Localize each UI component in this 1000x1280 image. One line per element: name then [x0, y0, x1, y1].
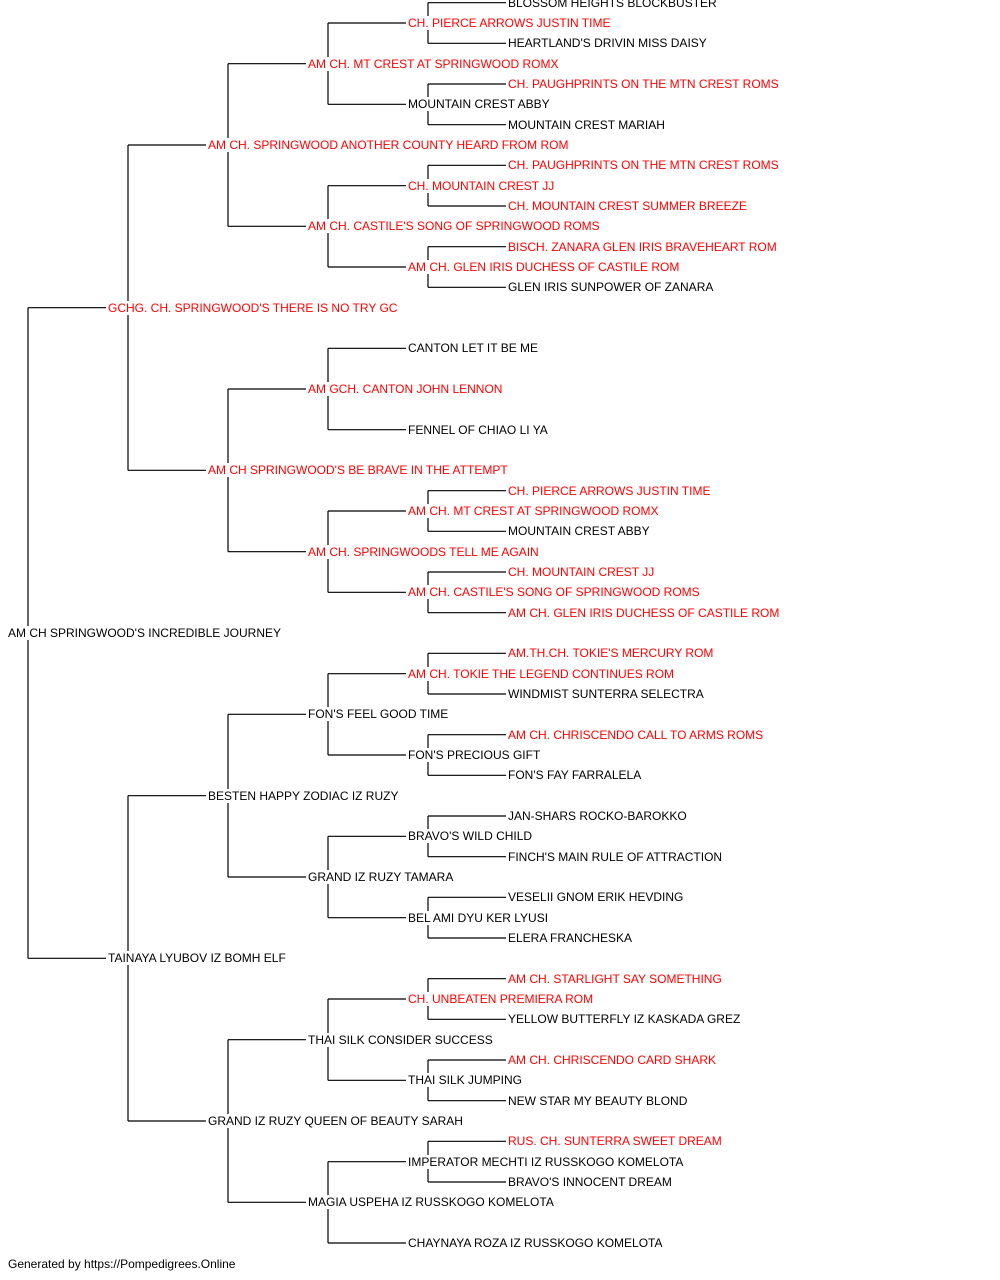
- ancestor-name: CH. UNBEATEN PREMIERA ROM: [408, 992, 595, 1006]
- ancestor-name: TAINAYA LYUBOV IZ BOMH ELF: [108, 951, 287, 966]
- ancestor-name: CANTON LET IT BE ME: [408, 341, 540, 356]
- ancestor-name: AM CH. GLEN IRIS DUCHESS OF CASTILE ROM: [408, 260, 681, 274]
- ancestor-name: CH. PAUGHPRINTS ON THE MTN CREST ROMS: [508, 158, 780, 173]
- generated-by-footer: Generated by https://Pompedigrees.Online: [8, 1257, 236, 1271]
- ancestor-name: GCHG. CH. SPRINGWOOD'S THERE IS NO TRY G…: [108, 300, 399, 315]
- ancestor-name: YELLOW BUTTERFLY IZ KASKADA GREZ: [508, 1012, 742, 1027]
- ancestor-name: MOUNTAIN CREST MARIAH: [508, 117, 666, 132]
- ancestor-name: AM CH. CHRISCENDO CALL TO ARMS ROMS: [508, 727, 765, 742]
- ancestor-name: CH. MOUNTAIN CREST JJ: [508, 565, 656, 579]
- ancestor-name: AM CH. CHRISCENDO CARD SHARK: [508, 1053, 718, 1067]
- subject-dog-name: AM CH SPRINGWOOD'S INCREDIBLE JOURNEY: [8, 626, 282, 640]
- ancestor-name: BLOSSOM HEIGHTS BLOCKBUSTER: [508, 0, 718, 10]
- ancestor-name: GRAND IZ RUZY QUEEN OF BEAUTY SARAH: [208, 1114, 464, 1128]
- ancestor-name: BEL AMI DYU KER LYUSI: [408, 910, 550, 925]
- ancestor-name: RUS. CH. SUNTERRA SWEET DREAM: [508, 1134, 723, 1149]
- ancestor-name: AM.TH.CH. TOKIE'S MERCURY ROM: [508, 646, 715, 661]
- ancestor-name: CH. PIERCE ARROWS JUSTIN TIME: [508, 483, 712, 498]
- ancestor-name: AM CH. GLEN IRIS DUCHESS OF CASTILE ROM: [508, 605, 781, 620]
- ancestor-name: HEARTLAND'S DRIVIN MISS DAISY: [508, 36, 708, 51]
- ancestor-name: VESELII GNOM ERIK HEVDING: [508, 890, 685, 905]
- ancestor-name: AM CH. CASTILE'S SONG OF SPRINGWOOD ROMS: [308, 219, 601, 234]
- ancestor-name: IMPERATOR MECHTI IZ RUSSKOGO KOMELOTA: [408, 1154, 685, 1169]
- ancestor-name: BISCH. ZANARA GLEN IRIS BRAVEHEART ROM: [508, 239, 778, 254]
- ancestor-name: AM CH. MT CREST AT SPRINGWOOD ROMX: [408, 504, 660, 518]
- ancestor-name: AM CH. SPRINGWOOD ANOTHER COUNTY HEARD F…: [208, 138, 570, 152]
- ancestor-name: AM GCH. CANTON JOHN LENNON: [308, 382, 504, 396]
- ancestor-name: CH. MOUNTAIN CREST JJ: [408, 178, 556, 193]
- ancestor-name: GRAND IZ RUZY TAMARA: [308, 870, 455, 884]
- ancestor-name: FON'S PRECIOUS GIFT: [408, 748, 542, 762]
- ancestor-name: ELERA FRANCHESKA: [508, 931, 634, 945]
- ancestor-name: FINCH'S MAIN RULE OF ATTRACTION: [508, 849, 724, 864]
- ancestor-name: AM CH. MT CREST AT SPRINGWOOD ROMX: [308, 56, 560, 71]
- ancestor-name: NEW STAR MY BEAUTY BLOND: [508, 1093, 689, 1108]
- ancestor-name: CH. MOUNTAIN CREST SUMMER BREEZE: [508, 199, 748, 213]
- ancestor-name: AM CH. CASTILE'S SONG OF SPRINGWOOD ROMS: [408, 585, 701, 600]
- ancestor-name: MOUNTAIN CREST ABBY: [508, 524, 651, 539]
- ancestor-name: GLEN IRIS SUNPOWER OF ZANARA: [508, 280, 715, 295]
- ancestor-name: WINDMIST SUNTERRA SELECTRA: [508, 687, 705, 701]
- ancestor-name: JAN-SHARS ROCKO-BAROKKO: [508, 809, 688, 823]
- ancestor-name: AM CH. STARLIGHT SAY SOMETHING: [508, 971, 723, 986]
- ancestor-name: AM CH. TOKIE THE LEGEND CONTINUES ROM: [408, 666, 676, 681]
- ancestor-name: FON'S FEEL GOOD TIME: [308, 707, 450, 722]
- ancestor-name: THAI SILK CONSIDER SUCCESS: [308, 1032, 494, 1047]
- ancestor-name: CH. PIERCE ARROWS JUSTIN TIME: [408, 16, 612, 30]
- ancestor-name: CH. PAUGHPRINTS ON THE MTN CREST ROMS: [508, 77, 780, 91]
- ancestor-name: THAI SILK JUMPING: [408, 1073, 524, 1088]
- ancestor-name: FON'S FAY FARRALELA: [508, 768, 643, 783]
- ancestor-name: BRAVO'S INNOCENT DREAM: [508, 1175, 673, 1189]
- ancestor-name: AM CH. SPRINGWOODS TELL ME AGAIN: [308, 544, 540, 559]
- ancestor-name: FENNEL OF CHIAO LI YA: [408, 422, 549, 437]
- ancestor-name: BESTEN HAPPY ZODIAC IZ RUZY: [208, 788, 400, 803]
- ancestor-name: AM CH SPRINGWOOD'S BE BRAVE IN THE ATTEM…: [208, 463, 509, 478]
- ancestor-name: BRAVO'S WILD CHILD: [408, 829, 534, 844]
- ancestor-name: MOUNTAIN CREST ABBY: [408, 97, 551, 112]
- ancestor-name: MAGIA USPEHA IZ RUSSKOGO KOMELOTA: [308, 1195, 555, 1210]
- ancestor-name: CHAYNAYA ROZA IZ RUSSKOGO KOMELOTA: [408, 1236, 664, 1250]
